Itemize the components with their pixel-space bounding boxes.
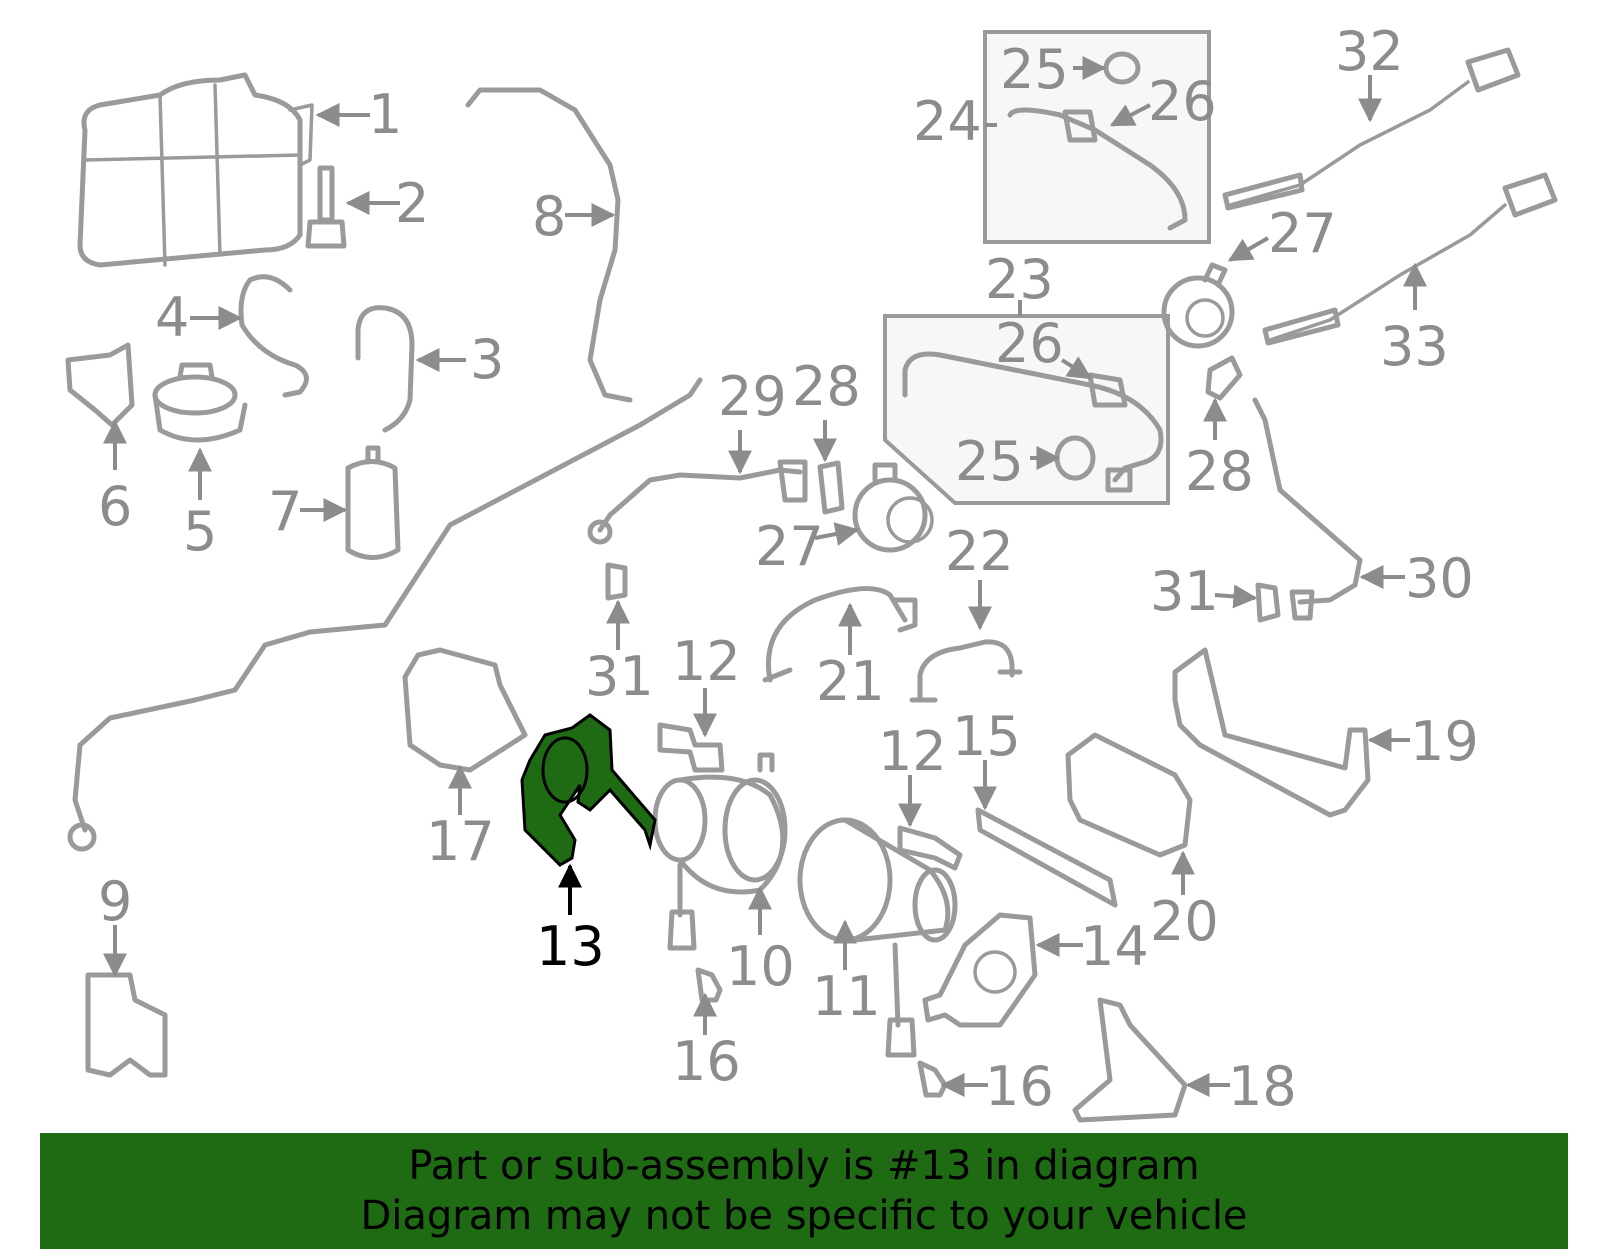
part-28-gasket-a <box>817 460 845 515</box>
part-30-pipe <box>1252 397 1363 605</box>
part-12-sensor-a <box>657 722 725 773</box>
part-14-plate <box>922 912 1038 1028</box>
callout-22: 22 <box>945 520 1014 583</box>
part-16-clip-a <box>695 967 723 1003</box>
callout-31a: 31 <box>585 645 654 708</box>
part-8-pipe <box>465 87 633 403</box>
callout-2: 2 <box>395 172 429 235</box>
part-4-hose <box>238 274 309 398</box>
callout-15: 15 <box>952 705 1021 768</box>
callout-29: 29 <box>718 365 787 428</box>
part-21-hose <box>766 586 908 683</box>
callout-33: 33 <box>1380 315 1449 378</box>
callout-17: 17 <box>426 810 495 873</box>
part-10-pump <box>652 752 788 951</box>
part-9-bracket <box>85 972 168 1078</box>
callout-5: 5 <box>183 500 217 563</box>
part-6-bracket <box>65 342 135 428</box>
callout-12b: 12 <box>878 720 947 783</box>
callout-27b: 27 <box>1268 202 1337 265</box>
callout-8: 8 <box>532 185 566 248</box>
callout-6: 6 <box>98 475 132 538</box>
callout-20: 20 <box>1150 890 1219 953</box>
banner-line-2: Diagram may not be specific to your vehi… <box>360 1193 1248 1239</box>
callout-11: 11 <box>812 965 881 1028</box>
part-27-valve-b <box>1161 262 1235 349</box>
callout-14: 14 <box>1080 915 1149 978</box>
part-31-gasket-b <box>1255 582 1281 623</box>
callout-28a: 28 <box>792 355 861 418</box>
callout-13: 13 <box>536 915 605 978</box>
callout-31b: 31 <box>1150 560 1219 623</box>
part-20-module <box>1065 732 1193 858</box>
part-5-valve <box>152 362 248 443</box>
part-15-strip <box>975 807 1118 908</box>
callout-26b: 26 <box>995 312 1064 375</box>
assembly-box-23 <box>883 314 1170 505</box>
callout-21: 21 <box>816 650 885 713</box>
part-31-gasket-a <box>605 562 628 601</box>
part-16-clip-b <box>917 1060 948 1098</box>
callout-4: 4 <box>155 286 189 349</box>
callout-25b: 25 <box>955 430 1024 493</box>
banner-line-1: Part or sub-assembly is #13 in diagram <box>408 1143 1200 1189</box>
callout-16a: 16 <box>672 1030 741 1093</box>
callout-32: 32 <box>1335 20 1404 83</box>
callout-1: 1 <box>368 83 402 146</box>
callout-28b: 28 <box>1185 440 1254 503</box>
part-27-valve-a <box>852 462 934 553</box>
part-19-bracket <box>1172 647 1371 818</box>
callout-23: 23 <box>985 248 1054 311</box>
part-32-sensor <box>1222 47 1521 211</box>
part-12-sensor-b <box>897 825 963 871</box>
callout-7: 7 <box>268 480 302 543</box>
part-3-hose <box>355 305 415 433</box>
callout-16b: 16 <box>985 1055 1054 1118</box>
callout-25a: 25 <box>1000 38 1069 101</box>
part-13-bracket <box>520 713 657 867</box>
callout-26a: 26 <box>1148 70 1217 133</box>
part-7-filter <box>345 445 401 560</box>
info-banner: Part or sub-assembly is #13 in diagram D… <box>40 1133 1568 1249</box>
callout-12a: 12 <box>672 630 741 693</box>
part-28-gasket-b <box>1205 355 1243 401</box>
part-22-hose <box>917 639 1015 703</box>
part-11-pump <box>797 817 958 1058</box>
callout-10: 10 <box>726 935 795 998</box>
callout-19: 19 <box>1410 710 1479 773</box>
leader-lines <box>103 56 1427 1097</box>
part-24-hose <box>1007 107 1188 231</box>
callout-3: 3 <box>470 328 504 391</box>
part-23-hose <box>902 351 1164 483</box>
callout-9: 9 <box>98 870 132 933</box>
part-33-sensor <box>1262 172 1558 346</box>
callout-18: 18 <box>1228 1055 1297 1118</box>
part-2-bolt <box>305 165 347 249</box>
part-17-shield <box>402 647 528 773</box>
part-9-pipe <box>72 377 703 833</box>
callout-27a: 27 <box>755 515 824 578</box>
part-1-reservoir <box>77 72 314 268</box>
callout-24: 24 <box>913 90 982 153</box>
callout-30: 30 <box>1405 547 1474 610</box>
part-18-bracket <box>1072 997 1188 1123</box>
